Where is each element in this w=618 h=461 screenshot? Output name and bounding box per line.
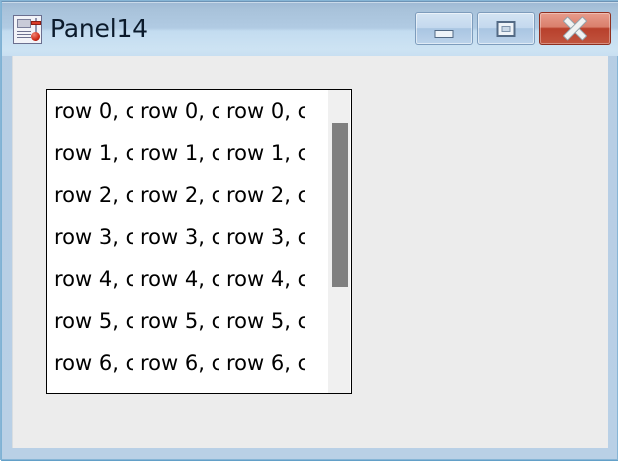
table-cell[interactable]: row 4, column 0 [54, 267, 133, 291]
table-cell[interactable]: row 5, column 1 [140, 309, 219, 333]
client-area: row 0, column 0 row 0, column 1 row 0, col… [12, 56, 608, 448]
table-cell[interactable]: row 6, column 2 [226, 351, 305, 375]
window-title: Panel14 [50, 14, 148, 43]
close-icon [562, 16, 588, 42]
table-cell[interactable]: row 5, column 0 [54, 309, 133, 333]
maximize-button[interactable] [477, 12, 535, 45]
icon-slider-knob [31, 21, 41, 25]
icon-lines-part [17, 31, 31, 40]
table-row[interactable]: row 1, column 0 row 1, column 1 row 1, col… [47, 132, 328, 174]
panel-control-icon[interactable] [13, 15, 42, 44]
data-grid-panel[interactable]: row 0, column 0 row 0, column 1 row 0, col… [46, 89, 352, 394]
icon-slider-track [35, 18, 37, 41]
table-row[interactable]: row 7, column 0row 7, column 1row 7, col… [47, 384, 328, 393]
maximize-icon [496, 20, 516, 37]
close-button[interactable] [539, 12, 611, 45]
table-cell[interactable]: row 0, column 1 [140, 99, 219, 123]
vertical-scrollbar[interactable] [327, 90, 350, 393]
table-cell[interactable]: row 4, column 1 [140, 267, 219, 291]
table-cell[interactable]: row 0, column 2 [226, 99, 305, 123]
table-cell[interactable]: row 2, column 2 [226, 183, 305, 207]
minimize-button[interactable] [415, 12, 473, 45]
table-cell[interactable]: row 7, column 0 [47, 392, 133, 393]
table-row[interactable]: row 4, column 0 row 4, column 1 row 4, col… [47, 258, 328, 300]
table-cell[interactable]: row 3, column 1 [140, 225, 219, 249]
data-grid-viewport[interactable]: row 0, column 0 row 0, column 1 row 0, col… [47, 90, 328, 393]
table-row[interactable]: row 3, column 0 row 3, column 1 row 3, col… [47, 216, 328, 258]
minimize-icon [434, 29, 454, 38]
scrollbar-thumb[interactable] [332, 123, 348, 287]
table-cell[interactable]: row 4, column 2 [226, 267, 305, 291]
table-cell[interactable]: row 1, column 2 [226, 141, 305, 165]
title-bar[interactable]: Panel14 [2, 2, 618, 56]
table-cell[interactable]: row 7, column 2 [219, 392, 305, 393]
table-cell[interactable]: row 2, column 0 [54, 183, 133, 207]
table-row[interactable]: row 2, column 0 row 2, column 1 row 2, col… [47, 174, 328, 216]
table-cell[interactable]: row 2, column 1 [140, 183, 219, 207]
table-cell[interactable]: row 3, column 2 [226, 225, 305, 249]
table-cell[interactable]: row 6, column 0 [54, 351, 133, 375]
table-row[interactable]: row 6, column 0 row 6, column 1 row 6, col… [47, 342, 328, 384]
titlebar-highlight [2, 2, 618, 3]
icon-screen-part [17, 19, 31, 28]
table-cell[interactable]: row 7, column 1 [133, 392, 219, 393]
table-cell[interactable]: row 1, column 0 [54, 141, 133, 165]
table-row[interactable]: row 5, column 0 row 5, column 1 row 5, col… [47, 300, 328, 342]
table-cell[interactable]: row 0, column 0 [54, 99, 133, 123]
table-cell[interactable]: row 1, column 1 [140, 141, 219, 165]
table-cell[interactable]: row 5, column 2 [226, 309, 305, 333]
caption-button-group [415, 12, 611, 45]
table-row[interactable]: row 0, column 0 row 0, column 1 row 0, col… [47, 90, 328, 132]
table-cell[interactable]: row 6, column 1 [140, 351, 219, 375]
icon-red-dot [31, 32, 40, 41]
table-cell[interactable]: row 3, column 0 [54, 225, 133, 249]
